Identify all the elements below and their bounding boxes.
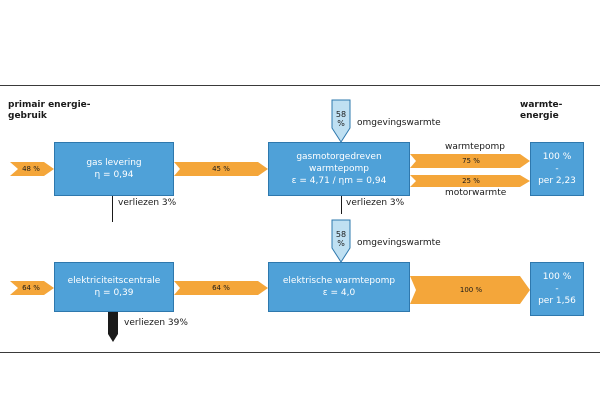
arrow-out-heatpump (410, 154, 530, 168)
box-gas-supply-efficiency: η = 0,94 (94, 170, 134, 180)
label-ambient-top: omgevingswarmte (357, 118, 441, 128)
box-ehp-cop: ε = 4,0 (322, 288, 356, 298)
label-plant-loss: verliezen 39% (124, 318, 188, 328)
label-out-heatpump-pct: 75 % (462, 157, 480, 165)
box-power-plant-efficiency: η = 0,39 (94, 288, 134, 298)
heading-heat-energy: warmte-energie (520, 100, 563, 121)
box-electric-heatpump: elektrische warmtepomp ε = 4,0 (268, 262, 410, 312)
arrow-plant-loss (108, 312, 118, 342)
box-result-bottom: 100 % - per 1,56 (530, 262, 584, 316)
box-result-top-line1: 100 % (542, 152, 572, 162)
box-result-top: 100 % - per 2,23 (530, 142, 584, 196)
label-gas-to-gmhp-pct: 45 % (212, 165, 230, 173)
box-gmhp-line3: ε = 4,71 / ηm = 0,94 (291, 176, 387, 186)
label-ambient-top-pct: 58 % (335, 110, 347, 128)
label-gas-loss: verliezen 3% (118, 198, 177, 208)
arrow-ambient-top (331, 99, 351, 143)
box-gas-engine-heatpump: gasmotorgedreven warmtepomp ε = 4,71 / η… (268, 142, 410, 196)
box-ehp-title: elektrische warmtepomp (282, 276, 396, 286)
box-gas-supply-title: gas levering (86, 158, 142, 168)
label-plant-to-ehp-pct: 64 % (212, 284, 230, 292)
arrow-out-ehp (410, 276, 530, 304)
arrow-out-motorheat (410, 175, 530, 187)
arrow-gas-to-gmhp (174, 162, 268, 176)
label-out-heatpump: warmtepomp (445, 142, 505, 152)
box-power-plant-title: elektriciteitscentrale (67, 276, 161, 286)
box-gmhp-line1: gasmotorgedreven (296, 152, 382, 162)
box-result-bottom-line2: - (555, 284, 559, 294)
label-gas-input-pct: 48 % (22, 165, 40, 173)
arrow-plant-to-ehp (174, 281, 268, 295)
top-border-line (0, 85, 600, 86)
arrow-ambient-bottom (331, 219, 351, 263)
bottom-border-line (0, 352, 600, 353)
box-result-bottom-line3: per 1,56 (538, 296, 576, 306)
label-electricity-input-pct: 64 % (22, 284, 40, 292)
heading-primary-energy: primair energie- gebruik (8, 100, 91, 121)
label-out-motorheat: motorwarmte (445, 188, 507, 198)
arrow-electricity-input (10, 281, 54, 295)
label-ambient-bottom-pct: 58 % (335, 230, 347, 248)
box-result-top-line3: per 2,23 (538, 176, 576, 186)
box-result-top-line2: - (555, 164, 559, 174)
box-result-bottom-line1: 100 % (542, 272, 572, 282)
label-gmhp-loss: verliezen 3% (346, 198, 405, 208)
box-gmhp-line2: warmtepomp (309, 164, 369, 174)
gas-loss-line (112, 196, 113, 222)
gmhp-loss-line (341, 196, 342, 214)
box-power-plant: elektriciteitscentrale η = 0,39 (54, 262, 174, 312)
label-out-motorheat-pct: 25 % (462, 177, 480, 185)
label-ambient-bottom: omgevingswarmte (357, 238, 441, 248)
box-gas-supply: gas levering η = 0,94 (54, 142, 174, 196)
label-out-ehp-pct: 100 % (459, 286, 483, 294)
arrow-gas-input (10, 162, 54, 176)
